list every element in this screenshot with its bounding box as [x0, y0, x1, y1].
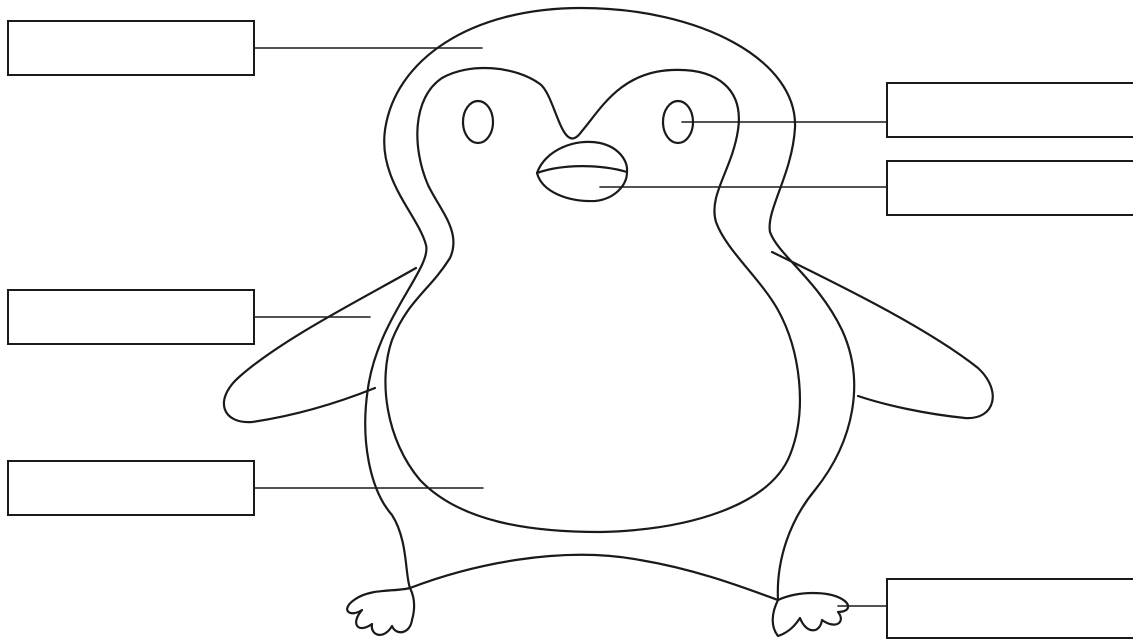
left-eye [461, 99, 495, 145]
label-box-head[interactable] [7, 20, 255, 76]
label-box-eye[interactable] [886, 82, 1133, 138]
beak-top [535, 140, 629, 175]
label-box-beak[interactable] [886, 160, 1133, 216]
label-box-foot[interactable] [886, 578, 1133, 639]
body-outline [364, 6, 856, 602]
label-box-belly[interactable] [7, 460, 255, 516]
right-foot [771, 591, 850, 638]
left-foot [346, 586, 416, 636]
left-flipper [222, 266, 418, 424]
face-mask-outline [384, 66, 802, 534]
beak-bottom [535, 165, 629, 203]
right-flipper [770, 250, 994, 420]
label-box-flipper[interactable] [7, 289, 255, 345]
